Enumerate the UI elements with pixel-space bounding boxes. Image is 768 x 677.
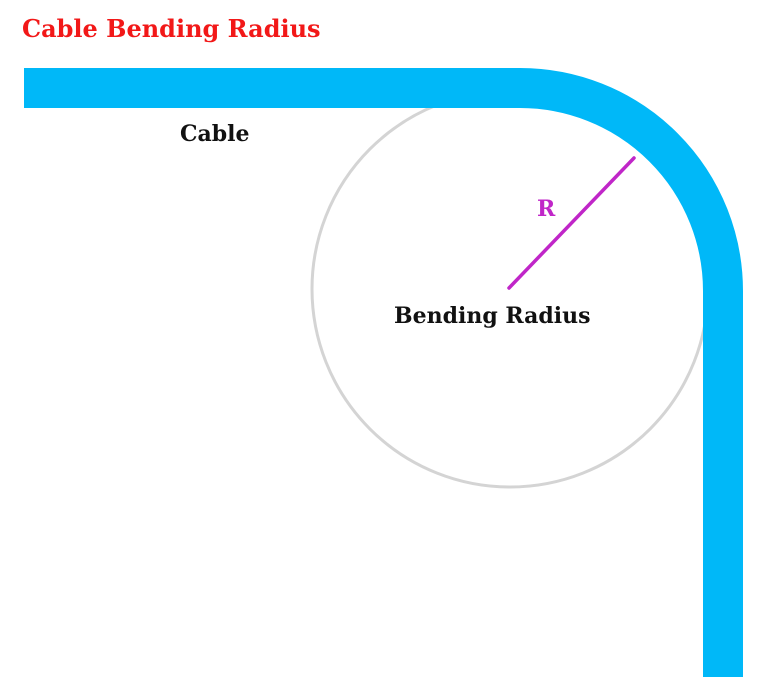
cable xyxy=(24,68,743,677)
radius-line xyxy=(507,156,636,290)
cable-label: Cable xyxy=(180,121,250,147)
radius-symbol-label: R xyxy=(537,196,556,222)
page-title: Cable Bending Radius xyxy=(22,14,321,43)
bending-radius-label: Bending Radius xyxy=(394,303,591,329)
